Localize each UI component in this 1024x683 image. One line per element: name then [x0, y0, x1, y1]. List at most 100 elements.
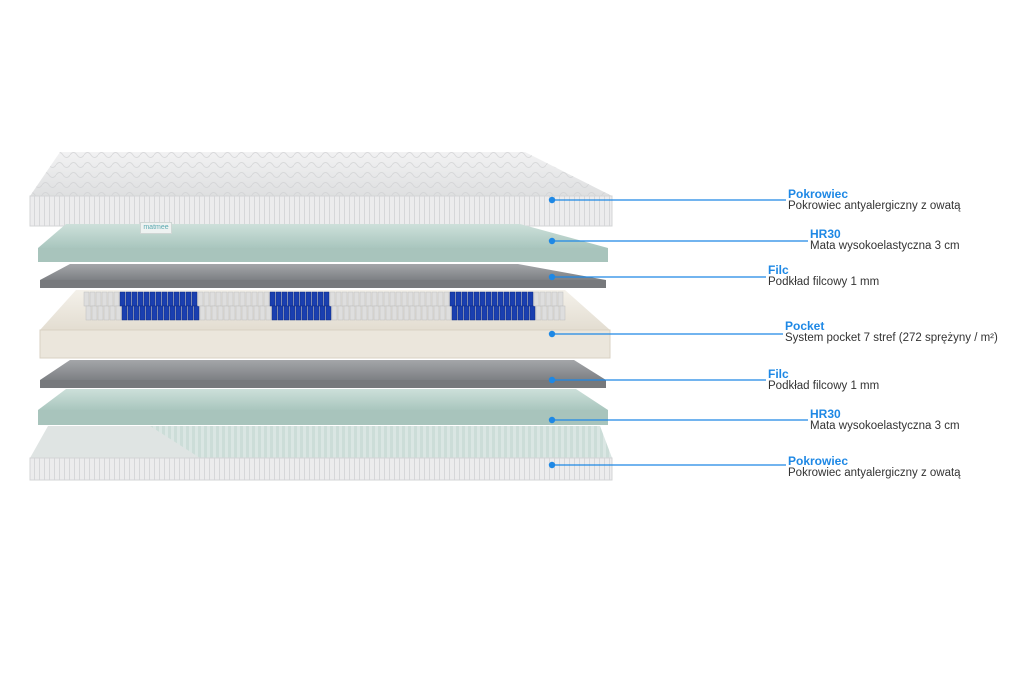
layer-title: Pokrowiec [788, 187, 849, 201]
spring-pocket [325, 305, 332, 321]
spring-pocket [227, 291, 234, 307]
spring-pocket [437, 291, 444, 307]
callout-dot [548, 461, 556, 469]
spring-pocket [469, 305, 476, 321]
spring-pocket [143, 291, 150, 307]
spring-pocket [275, 291, 282, 307]
spring-pocket [217, 305, 224, 321]
spring-pocket [347, 291, 354, 307]
spring-pocket [403, 305, 410, 321]
spring-pocket [203, 291, 210, 307]
spring-pocket [239, 291, 246, 307]
layer-label-6: HR30 Mata wysokoelastyczna 3 cm [810, 408, 960, 432]
spring-pocket [335, 291, 342, 307]
spring-pocket [457, 305, 464, 321]
spring-pocket [371, 291, 378, 307]
spring-pocket [295, 305, 302, 321]
top-cover-layer [29, 152, 613, 227]
spring-pocket [401, 291, 408, 307]
spring-pocket [331, 305, 338, 321]
spring-pocket [287, 291, 294, 307]
spring-pocket [161, 291, 168, 307]
spring-pocket [191, 291, 198, 307]
spring-pocket [473, 291, 480, 307]
spring-pocket [385, 305, 392, 321]
spring-pocket [149, 291, 156, 307]
spring-pocket [289, 305, 296, 321]
spring-pocket [163, 305, 170, 321]
layer-title: Filc [768, 263, 789, 277]
layer-subtitle: Mata wysokoelastyczna 3 cm [810, 240, 960, 252]
spring-pocket [229, 305, 236, 321]
spring-pocket [121, 305, 128, 321]
spring-pocket [209, 291, 216, 307]
spring-pocket [529, 305, 536, 321]
spring-pocket [461, 291, 468, 307]
spring-pocket [283, 305, 290, 321]
spring-pocket [101, 291, 108, 307]
spring-pocket [439, 305, 446, 321]
spring-pocket [185, 291, 192, 307]
spring-pocket [281, 291, 288, 307]
spring-pocket [485, 291, 492, 307]
spring-pocket [397, 305, 404, 321]
spring-pocket [343, 305, 350, 321]
spring-pocket [205, 305, 212, 321]
spring-pocket [137, 291, 144, 307]
callout-dot [548, 196, 556, 204]
spring-pocket [97, 305, 104, 321]
spring-pocket [487, 305, 494, 321]
layer-title: Pocket [785, 319, 825, 333]
spring-pocket [85, 305, 92, 321]
spring-pocket [251, 291, 258, 307]
hr30-foam-bottom-layer [38, 389, 608, 425]
spring-pocket [533, 291, 540, 307]
layer-subtitle: Mata wysokoelastyczna 3 cm [810, 420, 960, 432]
spring-pocket [425, 291, 432, 307]
spring-pocket [293, 291, 300, 307]
spring-pocket [427, 305, 434, 321]
spring-pocket [341, 291, 348, 307]
spring-pocket [223, 305, 230, 321]
spring-pocket [235, 305, 242, 321]
spring-pocket [367, 305, 374, 321]
spring-pocket [409, 305, 416, 321]
spring-pocket [535, 305, 542, 321]
spring-pocket [91, 305, 98, 321]
spring-pocket [527, 291, 534, 307]
layer-label-7: Pokrowiec Pokrowiec antyalergiczny z owa… [788, 455, 961, 479]
layer-title: HR30 [810, 407, 841, 421]
spring-pocket [353, 291, 360, 307]
spring-pocket [199, 305, 206, 321]
spring-pocket [193, 305, 200, 321]
spring-pocket [103, 305, 110, 321]
spring-pocket [211, 305, 218, 321]
spring-pocket [305, 291, 312, 307]
spring-pocket [313, 305, 320, 321]
pocket-spring-layer [39, 290, 611, 359]
spring-pocket [95, 291, 102, 307]
spring-pocket [515, 291, 522, 307]
layer-title: Pokrowiec [788, 454, 849, 468]
spring-pocket [241, 305, 248, 321]
spring-pocket [493, 305, 500, 321]
spring-pocket [553, 305, 560, 321]
spring-pocket [503, 291, 510, 307]
spring-pocket [467, 291, 474, 307]
spring-pocket [83, 291, 90, 307]
spring-pocket [263, 291, 270, 307]
callout-dot [548, 376, 556, 384]
spring-pocket [377, 291, 384, 307]
spring-pocket [523, 305, 530, 321]
spring-pocket [355, 305, 362, 321]
layer-subtitle: Pokrowiec antyalergiczny z owatą [788, 200, 961, 212]
layer-title: HR30 [810, 227, 841, 241]
layer-label-3: Filc Podkład filcowy 1 mm [768, 264, 879, 288]
spring-pocket [539, 291, 546, 307]
spring-pocket [449, 291, 456, 307]
layer-subtitle: Pokrowiec antyalergiczny z owatą [788, 467, 961, 479]
spring-pocket [271, 305, 278, 321]
spring-pocket [301, 305, 308, 321]
spring-pocket [541, 305, 548, 321]
spring-pocket [521, 291, 528, 307]
